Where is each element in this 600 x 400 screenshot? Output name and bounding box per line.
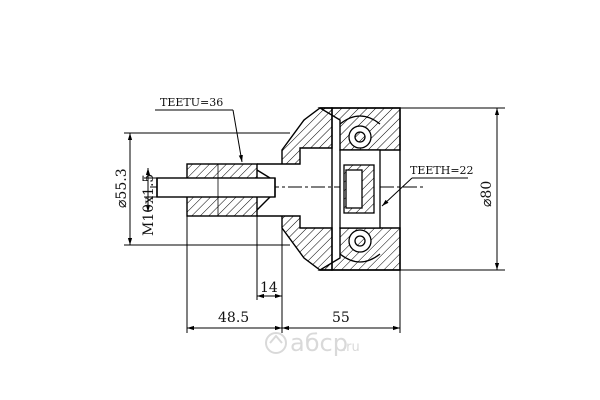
watermark-domain: .ru — [342, 340, 360, 355]
stem-diameter-label: ⌀55.3 — [114, 168, 130, 208]
extension-lines — [186, 216, 401, 333]
watermark-icon — [265, 332, 287, 354]
thread-length-label: 14 — [260, 280, 278, 296]
bell-diameter-label: ⌀80 — [479, 181, 495, 207]
dim-thread — [144, 168, 158, 212]
dim-bell-diameter — [400, 107, 505, 271]
watermark-text: aбcp — [290, 329, 348, 357]
dim-stem-diameter — [124, 132, 290, 246]
stem-shaft — [156, 163, 276, 217]
bell-length-label: 55 — [332, 310, 350, 326]
outer-teeth-label: TEETU=36 — [160, 96, 223, 109]
inner-teeth-label: TEETH=22 — [410, 164, 474, 177]
leader-inner-teeth — [381, 177, 468, 207]
inner-race — [339, 115, 381, 263]
watermark-logo: aбcp .ru — [265, 329, 360, 357]
leader-outer-teeth — [155, 109, 243, 163]
stem-length-label: 48.5 — [218, 310, 249, 326]
thread-label: M10x1.5 — [141, 174, 157, 236]
